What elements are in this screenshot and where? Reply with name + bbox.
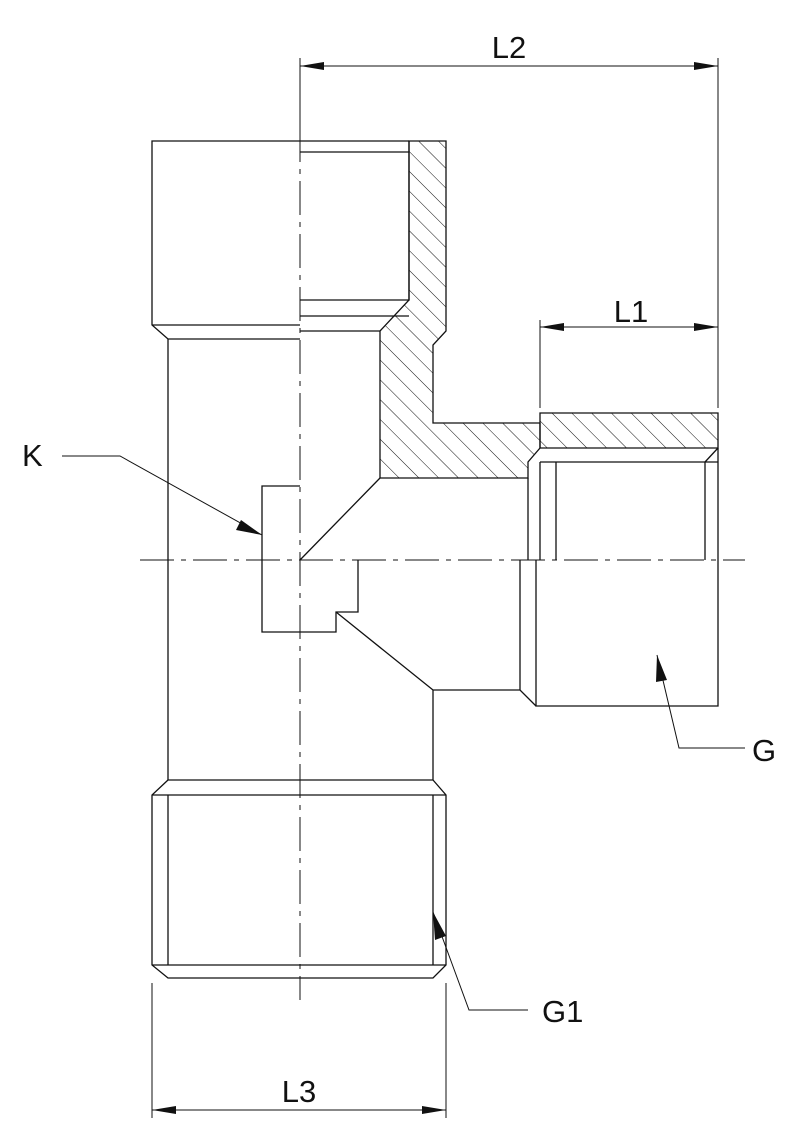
dimension-l2: L2 (299, 30, 719, 408)
section-hatch-top-wall (379, 140, 541, 479)
dimension-l3: L3 (151, 983, 447, 1118)
inner-insert (261, 485, 359, 633)
section-hatch-branch-wall (539, 412, 719, 449)
dimension-label-l3: L3 (282, 1074, 316, 1109)
leader-g: G (656, 654, 776, 768)
callout-label-k: K (22, 438, 43, 473)
lower-male-thread (151, 779, 447, 979)
leader-g1: G1 (432, 911, 583, 1029)
dimension-label-l2: L2 (492, 30, 526, 65)
dimension-label-l1: L1 (614, 294, 648, 329)
callout-label-g1: G1 (542, 994, 583, 1029)
leader-k: K (22, 438, 263, 536)
upper-socket (151, 140, 410, 340)
dimension-l1: L1 (539, 294, 718, 408)
branch-outlet (519, 447, 719, 707)
callout-label-g: G (752, 733, 776, 768)
